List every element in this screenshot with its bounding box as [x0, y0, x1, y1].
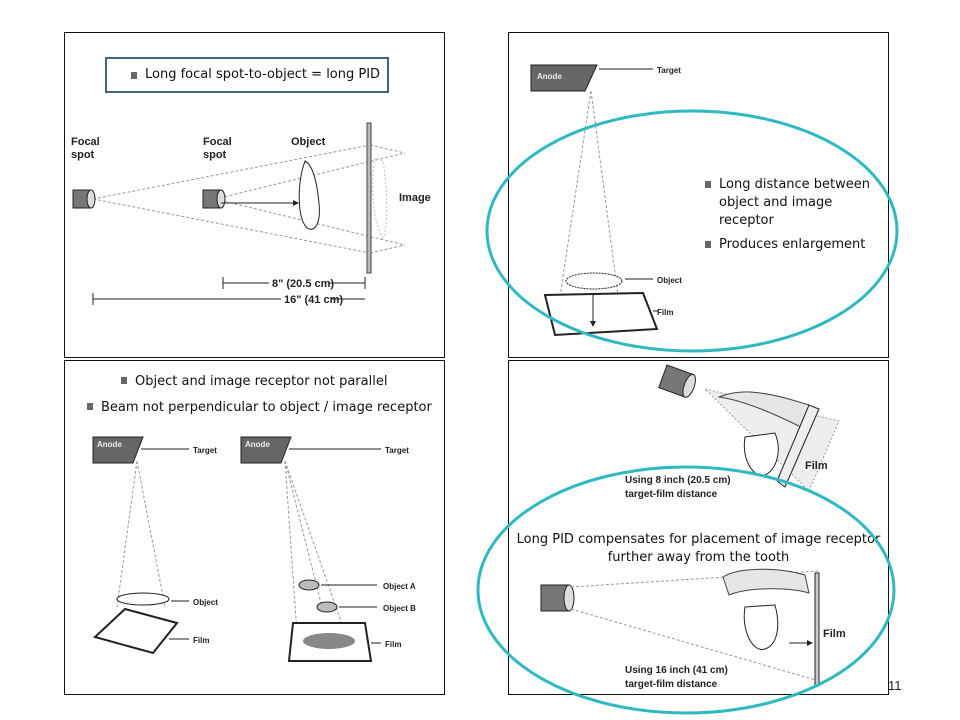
focal-spot-1-icon: [72, 189, 96, 209]
anode-label: Anode: [537, 72, 562, 81]
angulation-diagram: Anode Target Object Film Anode Target Ob…: [92, 436, 416, 662]
film-label: Film: [657, 308, 673, 317]
svg-text:Focal: Focal: [71, 136, 100, 148]
bullet-item: Beam not perpendicular to object / image…: [87, 399, 432, 417]
film-bottom-label: Film: [823, 628, 846, 640]
svg-text:Target: Target: [193, 446, 217, 455]
svg-text:Object: Object: [193, 598, 218, 607]
bullet-icon: [705, 241, 711, 248]
distance-8-label: 8" (20.5 cm): [272, 278, 334, 290]
svg-text:Film: Film: [193, 636, 209, 645]
bullet-item: Long distance between object and image r…: [705, 176, 875, 230]
caption-box: Long focal spot-to-object = long PID: [105, 57, 389, 93]
tooth-object-shape: [298, 160, 320, 230]
svg-text:Object A: Object A: [383, 582, 416, 591]
focal-spot-diagram: Focal spot Focal spot Object Image 8" (2…: [71, 122, 431, 306]
svg-text:Using 8 inch (20.5 cm): Using 8 inch (20.5 cm): [625, 475, 731, 486]
svg-text:Anode: Anode: [97, 440, 122, 449]
svg-text:Using 16 inch (41 cm): Using 16 inch (41 cm): [625, 665, 728, 676]
anode-shape: [530, 64, 598, 92]
compensation-text: Long PID compensates for placement of im…: [516, 532, 881, 565]
svg-text:spot: spot: [71, 149, 95, 161]
panel-not-parallel: Object and image receptor not parallel B…: [64, 360, 445, 695]
svg-text:Film: Film: [385, 640, 401, 649]
panel-long-pid: Film Using 8 inch (20.5 cm) target-film …: [508, 360, 889, 695]
tooth-bottom-shape: [743, 604, 779, 650]
bullet-icon: [705, 181, 711, 188]
svg-text:Target: Target: [385, 446, 409, 455]
bullet-list: Long distance between object and image r…: [705, 176, 875, 254]
long-pid-diagram: Film Using 8 inch (20.5 cm) target-film …: [540, 364, 846, 690]
svg-text:target-film distance: target-film distance: [625, 489, 718, 500]
svg-text:Focal: Focal: [203, 136, 232, 148]
image-label: Image: [399, 192, 431, 204]
panel-focal-spot-distance: Long focal spot-to-object = long PID Foc: [64, 32, 445, 358]
bullet-icon: [131, 71, 137, 79]
target-label: Target: [657, 66, 681, 75]
svg-text:Object B: Object B: [383, 604, 416, 613]
tooth-top-shape: [743, 432, 779, 476]
bullet-item: Object and image receptor not parallel: [121, 373, 387, 391]
page-number: 11: [888, 678, 902, 693]
focal-spot-2-icon: [202, 189, 226, 209]
bullet-icon: [121, 377, 127, 384]
object-label: Object: [657, 276, 682, 285]
bullet-icon: [87, 403, 93, 410]
panel-enlargement: Anode Target Object Film Long distance b…: [508, 32, 889, 358]
caption-text: Long focal spot-to-object = long PID: [145, 67, 381, 82]
svg-text:target-film distance: target-film distance: [625, 679, 718, 690]
object-label: Object: [291, 136, 326, 148]
svg-text:Anode: Anode: [245, 440, 270, 449]
film-top-label: Film: [805, 460, 828, 472]
svg-text:spot: spot: [203, 149, 227, 161]
distance-16-label: 16" (41 cm): [284, 294, 343, 306]
bullet-item: Produces enlargement: [705, 236, 875, 254]
image-receptor-plate: [366, 122, 372, 274]
